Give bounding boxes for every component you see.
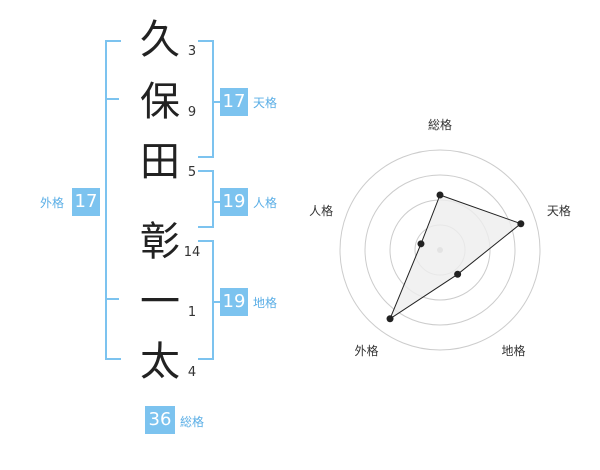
gaikaku-bracket-vertical (105, 40, 107, 360)
radar-point (436, 191, 444, 199)
tenkaku-badge: 17 (220, 88, 248, 116)
gaikaku-badge: 17 (72, 188, 100, 216)
soukaku-badge: 36 (145, 406, 175, 434)
chikaku-label: 地格 (253, 296, 278, 310)
radar-point (454, 270, 462, 278)
stroke-count-3: 5 (187, 165, 197, 180)
radar-label-chikaku: 地格 (501, 344, 526, 359)
tenkaku-bracket-top (198, 40, 214, 42)
radar-label-jinkaku: 人格 (309, 204, 334, 219)
chikaku-connector (212, 301, 222, 303)
tenkaku-bracket-bottom (198, 156, 214, 158)
tenkaku-bracket-vertical (212, 40, 214, 158)
chikaku-bracket-bottom (198, 358, 214, 360)
stroke-count-1: 3 (187, 44, 197, 59)
jinkaku-connector (212, 201, 222, 203)
chikaku-bracket-vertical (212, 240, 214, 360)
jinkaku-badge: 19 (220, 188, 248, 216)
chikaku-bracket-top (198, 240, 214, 242)
character-2: 保 (140, 79, 180, 125)
jinkaku-bracket-top (198, 170, 214, 172)
radar-point (417, 240, 425, 248)
radar-area (388, 194, 522, 321)
stroke-count-2: 9 (187, 105, 197, 120)
jinkaku-bracket-vertical (212, 170, 214, 228)
stroke-count-4: 14 (183, 245, 201, 260)
gaikaku-bracket-tick-2 (105, 298, 119, 300)
radar-ring (339, 149, 541, 351)
gaikaku-bracket-tick-1 (105, 98, 119, 100)
radar-point (517, 220, 525, 228)
radar-label-tenkaku: 天格 (546, 204, 571, 219)
radar-point (386, 315, 394, 323)
tenkaku-connector (212, 101, 222, 103)
jinkaku-bracket-bottom (198, 226, 214, 228)
stroke-count-5: 1 (187, 305, 197, 320)
soukaku-label: 総格 (180, 415, 205, 429)
radar-points (386, 191, 525, 323)
radar-ring (364, 174, 516, 326)
character-6: 太 (140, 339, 180, 385)
radar-label-gaikaku: 外格 (354, 344, 379, 359)
character-3: 田 (140, 139, 180, 185)
chikaku-badge: 19 (220, 288, 248, 316)
gaikaku-bracket-top (105, 40, 121, 42)
gaikaku-bracket-bottom (105, 358, 121, 360)
tenkaku-label: 天格 (253, 96, 278, 110)
character-5: 一 (140, 279, 180, 325)
character-1: 久 (140, 17, 180, 63)
gaikaku-label: 外格 (40, 196, 65, 210)
character-4: 彰 (140, 219, 180, 265)
stroke-count-6: 4 (187, 365, 197, 380)
jinkaku-label: 人格 (253, 196, 278, 210)
radar-label-soukaku: 総格 (427, 118, 452, 132)
